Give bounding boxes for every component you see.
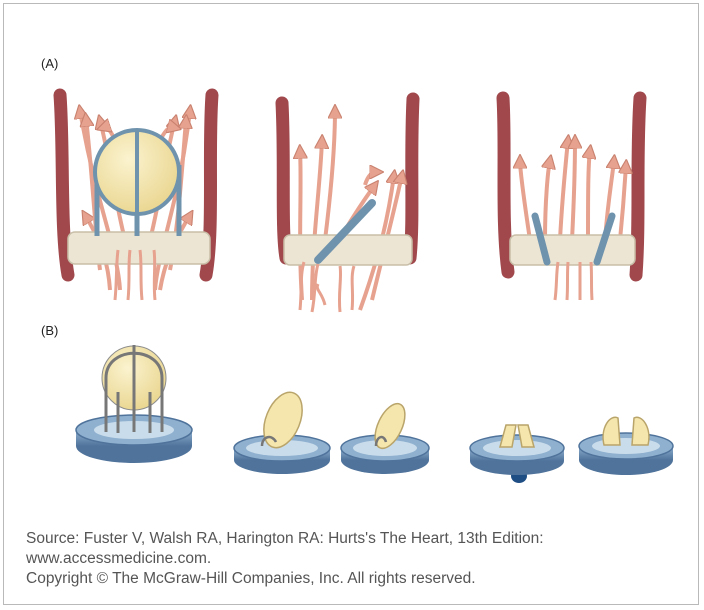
vessel-wall-left <box>60 95 68 275</box>
caption-source-line: Source: Fuster V, Walsh RA, Harington RA… <box>26 529 686 549</box>
tilting-disc-valve-flow <box>282 99 413 312</box>
caption-url-line[interactable]: www.accessmedicine.com. <box>26 549 686 569</box>
caption-copyright-line: Copyright © The McGraw-Hill Companies, I… <box>26 569 686 589</box>
sewing-ring <box>68 232 210 264</box>
bileaflet-valve-photo-1 <box>470 425 564 483</box>
inflow-streams <box>300 262 354 312</box>
vessel-wall-left <box>282 103 286 258</box>
vessel-wall-right <box>410 99 413 258</box>
ball-cage-valve-flow <box>60 95 212 300</box>
sewing-ring <box>284 235 412 265</box>
tilting-disc-valve-photo-1 <box>234 387 330 474</box>
vessel-wall-left <box>503 98 508 272</box>
bileaflet-valve-photo-2 <box>579 417 673 475</box>
ball-cage-valve-photo <box>76 345 192 463</box>
source-caption: Source: Fuster V, Walsh RA, Harington RA… <box>26 529 686 589</box>
sewing-ring <box>510 235 635 265</box>
tilting-disc-valve-photo-2 <box>341 399 429 474</box>
inflow-streams <box>555 262 592 300</box>
bileaflet-valve-flow <box>503 98 640 300</box>
vessel-wall-right <box>636 98 640 275</box>
